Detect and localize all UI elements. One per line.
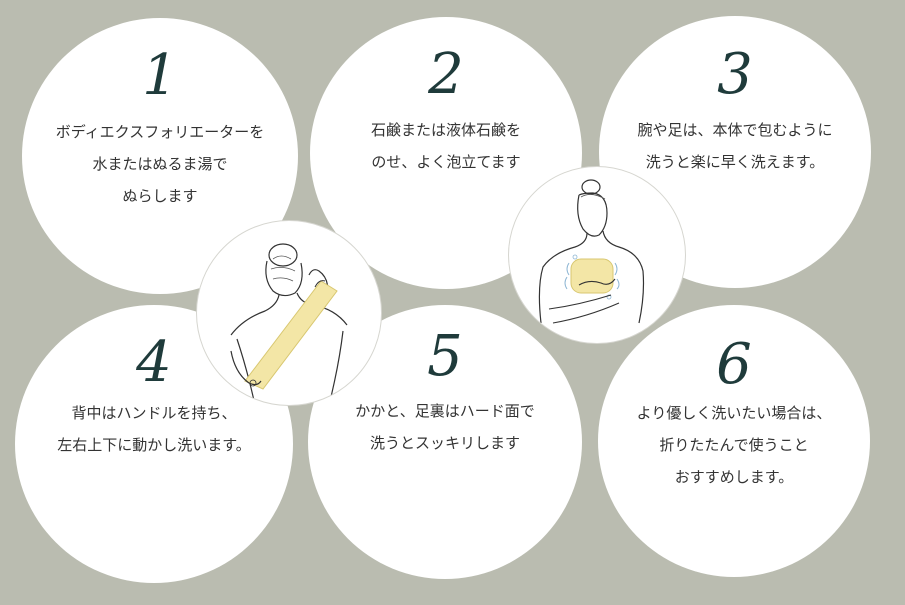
step-6-line-3: おすすめします。 <box>674 468 794 486</box>
back-washing-illustration <box>196 220 382 406</box>
step-6-line-2: 折りたたんで使うこと <box>659 436 809 454</box>
step-2-number: 2 <box>428 42 464 107</box>
step-1-text: ボディエクスフォリエーターを 水またはぬるま湯で ぬらします <box>22 116 298 212</box>
step-3-line-1: 腕や足は、本体で包むように <box>637 121 833 139</box>
step-5-line-2: 洗うとスッキリします <box>369 434 520 452</box>
step-1-line-2: 水またはぬるま湯で <box>92 155 228 173</box>
step-4-line-2: 左右上下に動かし洗います。 <box>57 436 251 454</box>
step-2-line-2: のせ、よく泡立てます <box>371 153 521 171</box>
step-1-circle: 1 ボディエクスフォリエーターを 水またはぬるま湯で ぬらします <box>22 18 298 294</box>
step-5-number: 5 <box>427 324 463 389</box>
step-1-line-1: ボディエクスフォリエーターを <box>55 123 265 141</box>
step-3-text: 腕や足は、本体で包むように 洗うと楽に早く洗えます。 <box>599 114 871 178</box>
step-3-number: 3 <box>717 42 753 107</box>
step-6-number: 6 <box>716 332 752 397</box>
step-6-line-1: より優しく洗いたい場合は、 <box>636 404 832 422</box>
front-washing-illustration <box>508 166 686 344</box>
step-6-text: より優しく洗いたい場合は、 折りたたんで使うこと おすすめします。 <box>598 397 870 493</box>
step-5-line-1: かかと、足裏はハード面で <box>355 402 535 420</box>
front-washing-drawing <box>538 179 645 324</box>
step-4-circle: 4 背中はハンドルを持ち、 左右上下に動かし洗います。 <box>15 305 293 583</box>
back-washing-drawing <box>230 243 348 405</box>
step-6-circle: 6 より優しく洗いたい場合は、 折りたたんで使うこと おすすめします。 <box>598 305 870 577</box>
step-4-line-1: 背中はハンドルを持ち、 <box>71 404 237 422</box>
step-5-text: かかと、足裏はハード面で 洗うとスッキリします <box>308 395 582 459</box>
step-2-line-1: 石鹸または液体石鹸を <box>370 121 521 139</box>
step-2-text: 石鹸または液体石鹸を のせ、よく泡立てます <box>310 114 582 178</box>
step-4-number: 4 <box>136 330 172 395</box>
step-4-text: 背中はハンドルを持ち、 左右上下に動かし洗います。 <box>15 397 293 461</box>
step-1-number: 1 <box>142 43 178 108</box>
step-1-line-3: ぬらします <box>122 187 198 205</box>
step-3-line-2: 洗うと楽に早く洗えます。 <box>645 153 825 171</box>
